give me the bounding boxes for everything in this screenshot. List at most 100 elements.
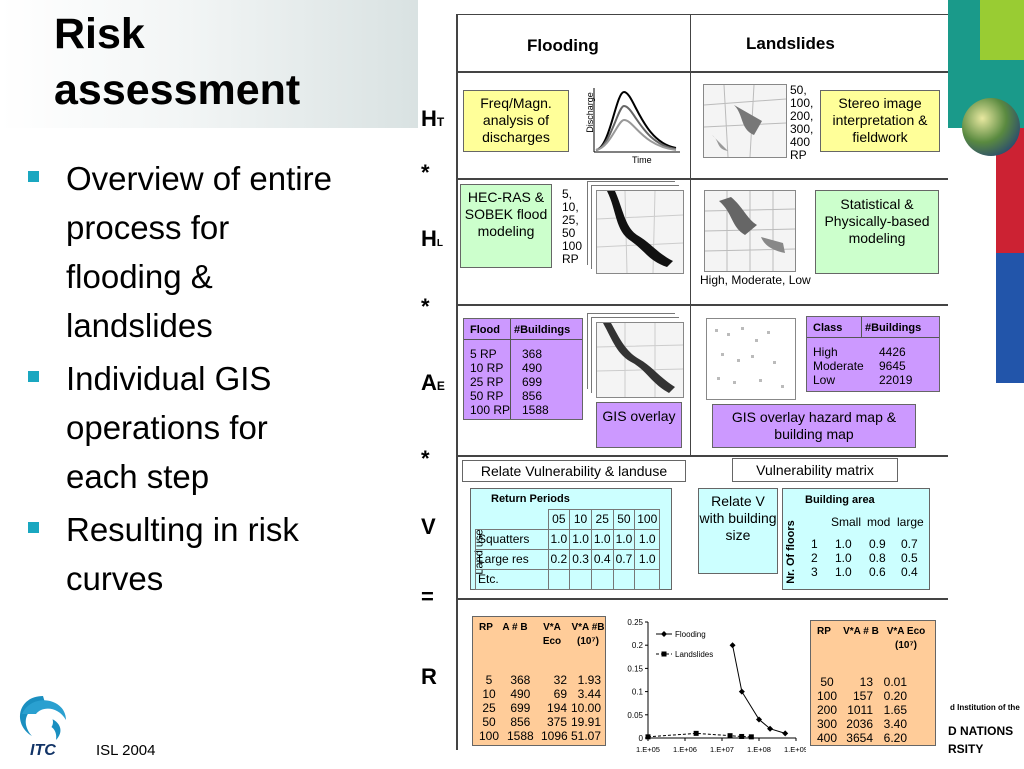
flood-table-count: 699 bbox=[522, 375, 543, 389]
risk-table-landslide: RP V*A # B V*A Eco (10⁷) 50 100 200 300 … bbox=[810, 620, 936, 746]
rp-col-header: 10 bbox=[569, 509, 592, 530]
statistical-box: Statistical & Physically-based modeling bbox=[815, 190, 939, 274]
bullet-3-line: curves bbox=[66, 560, 164, 597]
flood-table-rp: 10 RP bbox=[470, 361, 504, 375]
x-tick-label: 1.E+07 bbox=[710, 745, 734, 754]
freq-magn-box: Freq/Magn. analysis of discharges bbox=[463, 90, 569, 152]
rp-col-header: 50 bbox=[612, 509, 636, 530]
risk-ls-cell: 13 bbox=[859, 675, 873, 689]
flood-buildings-table: Flood #Buildings 5 RP 10 RP 25 RP 50 RP … bbox=[463, 318, 583, 420]
risk-ls-cell: 3654 bbox=[846, 731, 873, 745]
x-tick-label: 1.E+05 bbox=[636, 745, 660, 754]
ls-table-count: 9645 bbox=[879, 359, 906, 373]
ls-rp-item: RP bbox=[790, 148, 807, 162]
ls-rp-item: 400 bbox=[790, 135, 811, 149]
rp-cell: 0.2 bbox=[547, 549, 571, 570]
bullet-square-icon bbox=[28, 522, 39, 533]
ba-cell: 1.0 bbox=[835, 537, 852, 551]
flood-table-rp: 5 RP bbox=[470, 347, 497, 361]
bullet-1: Overview of entire process for flooding … bbox=[28, 154, 411, 350]
rp-cell bbox=[547, 569, 571, 590]
rp-cell bbox=[612, 569, 636, 590]
ls-table-count: 4426 bbox=[879, 345, 906, 359]
data-point-landslides bbox=[727, 733, 733, 739]
risk-flood-cell: 32 bbox=[553, 673, 567, 687]
risk-flood-cell: 1588 bbox=[507, 729, 534, 743]
risk-ls-cell: 157 bbox=[852, 689, 873, 703]
operator-equals: = bbox=[421, 584, 434, 609]
return-periods-title: Return Periods bbox=[491, 493, 570, 505]
bullet-1-line: landslides bbox=[66, 307, 213, 344]
bullet-2: Individual GIS operations for each step bbox=[28, 354, 411, 501]
bullet-2-line: operations for bbox=[66, 409, 268, 446]
flood-map-stack bbox=[596, 190, 684, 274]
flood-rp-item: 100 bbox=[562, 239, 583, 253]
operator-multiply-3: * bbox=[421, 446, 430, 471]
grid-row-1 bbox=[456, 71, 948, 73]
grid-vertical-left bbox=[456, 14, 458, 750]
data-point-flooding bbox=[767, 725, 774, 732]
ba-row-name: 2 bbox=[811, 551, 818, 565]
grid-row-2 bbox=[456, 178, 948, 180]
chart-background bbox=[612, 612, 806, 762]
ba-cell: 1.0 bbox=[835, 565, 852, 579]
risk-ls-cell: 0.20 bbox=[883, 689, 907, 703]
ba-col-header: Small bbox=[831, 515, 862, 529]
data-point-flooding bbox=[782, 730, 789, 737]
rp-cell: 0.3 bbox=[569, 549, 592, 570]
flood-building-map-stack bbox=[596, 322, 684, 398]
risk-flood-cell: 10 bbox=[482, 687, 496, 701]
data-point-landslides bbox=[693, 730, 699, 736]
ba-cell: 0.4 bbox=[901, 565, 918, 579]
ls-table-header: Class bbox=[813, 322, 843, 334]
operator-r: R bbox=[421, 664, 437, 689]
risk-flood-cell: 51.07 bbox=[571, 729, 602, 743]
rp-cell bbox=[590, 569, 614, 590]
ba-cell: 1.0 bbox=[835, 551, 852, 565]
y-tick-label: 0.25 bbox=[627, 618, 643, 627]
flood-table-header: #Buildings bbox=[514, 324, 571, 336]
rp-cell: 1.0 bbox=[612, 529, 636, 550]
risk-flood-cell: 194 bbox=[546, 701, 567, 715]
title-band bbox=[0, 0, 418, 128]
risk-flood-cell: 50 bbox=[482, 715, 496, 729]
risk-flood-cell: 10.00 bbox=[571, 701, 602, 715]
ls-rp-item: 300, bbox=[790, 122, 814, 136]
slide-title: Risk assessment bbox=[54, 6, 300, 118]
risk-flood-header: V*A Eco bbox=[542, 622, 562, 647]
column-header-landslides: Landslides bbox=[746, 34, 835, 53]
flood-rp-item: RP bbox=[562, 252, 579, 266]
rp-row-name: Etc. bbox=[475, 569, 549, 590]
itc-logo: ITC bbox=[8, 684, 78, 764]
hecras-box: HEC-RAS & SOBEK flood modeling bbox=[460, 184, 552, 268]
rp-cell: 1.0 bbox=[590, 529, 614, 550]
floors-label: Nr. Of floors bbox=[784, 520, 797, 584]
operator-multiply-2: * bbox=[421, 294, 430, 319]
relate-v-box: Relate V with building size bbox=[698, 488, 778, 574]
risk-flood-header: V*A #B (10⁷) bbox=[571, 622, 605, 647]
risk-flood-cell: 100 bbox=[479, 729, 500, 743]
gis-overlay-hazard-box: GIS overlay hazard map & building map bbox=[712, 404, 916, 448]
ls-table-header: #Buildings bbox=[865, 322, 922, 334]
chart-series bbox=[645, 642, 789, 740]
flood-table-count: 856 bbox=[522, 389, 543, 403]
itc-logo-text: ITC bbox=[30, 742, 56, 759]
discharge-curve-icon bbox=[593, 88, 680, 153]
rp-cell: 1.0 bbox=[547, 529, 571, 550]
bullet-1-line: flooding & bbox=[66, 258, 213, 295]
ba-row-name: 1 bbox=[811, 537, 818, 551]
ba-cell: 0.7 bbox=[901, 537, 918, 551]
operator-v: V bbox=[421, 514, 436, 539]
risk-flood-cell: 490 bbox=[510, 687, 531, 701]
risk-ls-cell: 300 bbox=[817, 717, 838, 731]
globe-icon bbox=[962, 98, 1020, 156]
ba-cell: 0.5 bbox=[901, 551, 918, 565]
rp-col-header: 05 bbox=[547, 509, 571, 530]
building-map bbox=[706, 318, 796, 400]
operator-ae: AE bbox=[421, 370, 445, 395]
vulnerability-matrix-box: Vulnerability matrix bbox=[732, 458, 898, 482]
flood-table-rp: 25 RP bbox=[470, 375, 504, 389]
